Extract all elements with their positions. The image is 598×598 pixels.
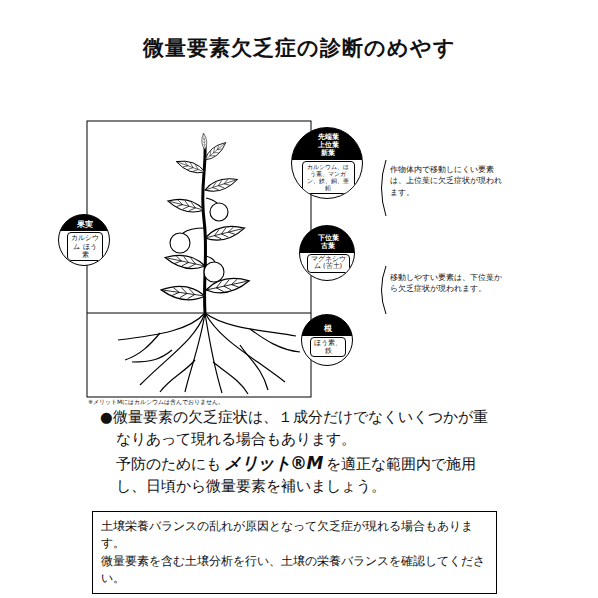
- product-logo: メリット®M: [224, 453, 323, 473]
- bullet-text: ●微量要素の欠乏症状は、１成分だけでなくいくつかが重なりあって現れる場合もありま…: [116, 407, 488, 451]
- badge-circle: 果実カルシウム ほう素: [58, 214, 110, 266]
- badge-circle: 根ほう素、鉄: [301, 314, 353, 366]
- box-text: 微量要素を含む土壌分析を行い、土壌の栄養バランスを確認してください。: [101, 553, 488, 588]
- badge-heading: 果実: [73, 217, 98, 229]
- box-text: 土壌栄養バランスの乱れが原因となって欠乏症が現れる場合もあります。: [101, 518, 488, 553]
- note-box: 土壌栄養バランスの乱れが原因となって欠乏症が現れる場合もあります。微量要素を含む…: [92, 511, 497, 594]
- diagram-title: 微量要素欠乏症の診断のめやす: [0, 34, 598, 62]
- badge-heading: 根: [315, 321, 341, 334]
- badge-circle: 先端葉 上位葉 新葉カルシウム、ほう素、マンガン、鉄、銅、亜鉛: [291, 127, 363, 199]
- badge-body: カルシウム、ほう素、マンガン、鉄、銅、亜鉛: [302, 161, 355, 194]
- footnote: ※メリットMにはカルシウムは含んでおりません。: [88, 398, 224, 407]
- badge-heading: 先端葉 上位葉 新葉: [316, 130, 339, 157]
- badge-content: 果実カルシウム ほう素: [59, 217, 110, 262]
- badge-content: 根ほう素、鉄: [302, 321, 353, 358]
- badge-body: カルシウム ほう素: [67, 232, 103, 261]
- badge-body: ほう素、鉄: [310, 337, 346, 358]
- bullet-paragraph: ●微量要素の欠乏症状は、１成分だけでなくいくつかが重なりあって現れる場合もありま…: [100, 407, 488, 498]
- badge-circle: 下位葉 古葉マグネシウム (苦土): [299, 225, 355, 281]
- badge-content: 下位葉 古葉マグネシウム (苦土): [300, 231, 355, 273]
- side-note: 移動しやすい要素は、下位葉から欠乏症状が現われます。: [390, 272, 506, 295]
- body-text: 予防のためにも: [116, 456, 221, 472]
- badge-content: 先端葉 上位葉 新葉カルシウム、ほう素、マンガン、鉄、銅、亜鉛: [292, 130, 363, 193]
- badge-heading: 下位葉 古葉: [316, 231, 339, 251]
- badge-body: マグネシウム (苦土): [307, 254, 350, 274]
- side-note: 作物体内で移動しにくい要素は、上位葉に欠乏症状が現われます。: [390, 164, 506, 198]
